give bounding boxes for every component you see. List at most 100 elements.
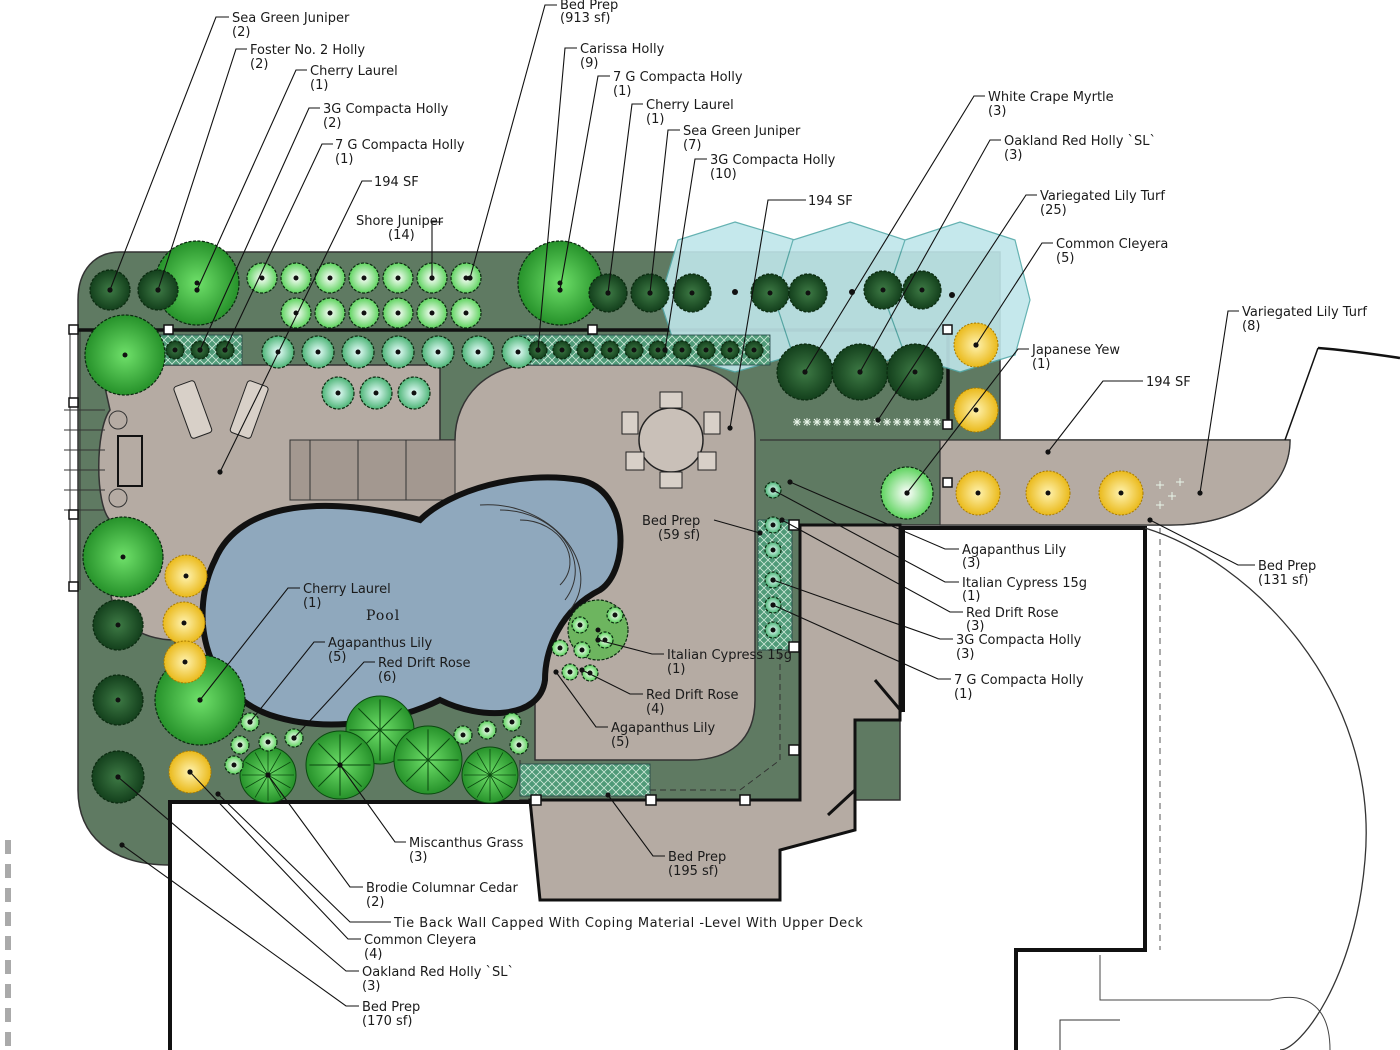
label-compacta-7g-top1: 7 G Compacta Holly(1) [335,138,465,167]
sea-green-juniper-symbol [902,270,942,310]
red-drift-rose-symbol [502,712,522,732]
leader-shore-juniper-dot [429,275,435,281]
lily-turf-symbol [923,418,931,426]
label-oakland-red-holly-top: Oakland Red Holly `SL`(3) [1004,134,1156,163]
label-194sf-mid: 194 SF [808,194,853,209]
red-drift-rose-symbol [453,725,473,745]
red-drift-rose-symbol [224,755,244,775]
leader-bed-prep-131 [1149,519,1255,566]
shore-juniper-symbol [246,262,278,294]
shore-juniper-symbol [280,262,312,294]
shore-juniper-symbol [280,297,312,329]
leader-italian-cypress-pool-dot [595,637,601,643]
oakland-red-holly-symbol [92,599,144,651]
leader-variegated-lily-turf-8 [1199,310,1239,494]
sea-green-juniper-symbol [863,270,903,310]
label-bed-prep-913: Bed Prep(913 sf) [560,0,618,26]
shore-juniper-symbol [382,297,414,329]
label-oakland-red-holly-bottom: Oakland Red Holly `SL`(3) [362,965,514,994]
compacta-holly-symbol [696,340,716,360]
lily-turf-symbol [913,418,921,426]
label-194sf-right: 194 SF [1146,375,1191,390]
leader-white-crape-myrtle-dot [802,369,808,375]
leader-white-crape-myrtle [804,95,985,373]
shore-juniper-symbol [314,297,346,329]
wall-markers [68,324,953,806]
leader-agapanthus-right-dot [787,479,793,485]
leader-carissa-holly [537,47,577,351]
common-cleyera-symbol [1098,470,1144,516]
leader-compacta-3g-top2-dot [662,347,668,353]
label-white-crape-myrtle: White Crape Myrtle(3) [988,90,1114,119]
label-bed-prep-131: Bed Prep(131 sf) [1258,559,1316,588]
label-compacta-7g-top2: 7 G Compacta Holly(1) [613,70,743,99]
compacta-holly-symbol [552,340,572,360]
label-common-cleyera-top: Common Cleyera(5) [1056,237,1168,266]
leader-bed-prep-170 [121,844,359,1007]
common-cleyera-symbol [955,470,1001,516]
leader-sea-green-juniper-top [109,16,229,291]
carissa-holly-symbol [501,335,535,369]
leader-compacta-7g-top2 [559,75,610,291]
label-agapanthus-right: Agapanthus Lily(3) [962,543,1067,571]
leader-cherry-laurel-pool-dot [197,697,203,703]
lounge-chairs [173,380,269,439]
label-tie-back-wall: Tie Back Wall Capped With Coping Materia… [393,916,863,931]
carissa-holly-symbol [421,335,455,369]
red-drift-rose-symbol [258,732,278,752]
leader-cherry-laurel-top2-dot [605,290,611,296]
leader-cherry-laurel-top1-dot [194,287,200,293]
common-cleyera-symbol [164,554,208,598]
shore-juniper-symbol [348,262,380,294]
label-miscanthus: Miscanthus Grass(3) [409,836,524,865]
pool-label: Pool [366,608,400,624]
compacta-holly-symbol [576,340,596,360]
leader-tie-back-wall-dot [215,791,221,797]
label-foster-holly: Foster No. 2 Holly(2) [250,43,365,72]
leader-variegated-lily-turf-25-dot [875,417,881,423]
leader-agapanthus-pool-right [555,671,608,728]
compacta-holly-symbol [600,340,620,360]
leader-red-drift-rose-right-dot [779,517,785,523]
label-shore-juniper: Shore Juniper(14) [356,214,444,243]
label-sea-green-juniper-top: Sea Green Juniper(2) [232,11,350,40]
label-cherry-laurel-top2: Cherry Laurel(1) [646,98,734,127]
miscanthus-grass-symbol [393,725,463,795]
compacta-holly-symbol [744,340,764,360]
leader-red-drift-rose-right [781,519,963,613]
leader-bed-prep-59 [713,519,761,534]
leader-194sf-left-dot [217,469,223,475]
leader-carissa-holly-dot [535,347,541,353]
leader-miscanthus-dot [337,762,343,768]
plant-labels: Sea Green Juniper(2) Foster No. 2 Holly(… [232,0,1367,1029]
leader-variegated-lily-turf-8-dot [1197,490,1203,496]
label-bed-prep-59: Bed Prep(59 sf) [642,514,700,543]
shore-juniper-symbol [348,297,380,329]
foster-holly-symbol [84,314,166,396]
leader-italian-cypress-right-dot [770,487,776,493]
leader-compacta-3g-top1-dot [197,347,203,353]
leader-red-drift-rose-4 [581,669,643,695]
leader-194sf-right [1047,380,1143,453]
foster-holly-symbol [82,516,164,598]
leader-sea-green-juniper-top-dot [107,287,113,293]
label-compacta-3g-right: 3G Compacta Holly(3) [956,633,1082,662]
agapanthus-symbol [581,664,599,682]
leader-cherry-laurel-top1 [196,69,307,291]
side-path [760,439,1291,526]
label-agapanthus-pool-left: Agapanthus Lily(5) [328,636,433,665]
shore-juniper-symbol [382,262,414,294]
leader-shore-juniper [431,221,443,278]
label-red-drift-rose-right: Red Drift Rose(3) [966,606,1059,634]
leader-compacta-3g-top1 [199,107,320,351]
leader-red-drift-rose-4-dot [579,667,585,673]
lily-turf-symbol [903,418,911,426]
lily-turf-symbol [863,418,871,426]
leader-bed-prep-170-dot [119,842,125,848]
leader-agapanthus-pool-left [249,641,325,723]
shore-juniper-symbol [450,297,482,329]
leader-compacta-3g-right [772,579,953,640]
red-drift-rose-symbol [509,735,529,755]
fire-feature [108,410,143,508]
leader-red-drift-rose-6 [293,661,375,739]
